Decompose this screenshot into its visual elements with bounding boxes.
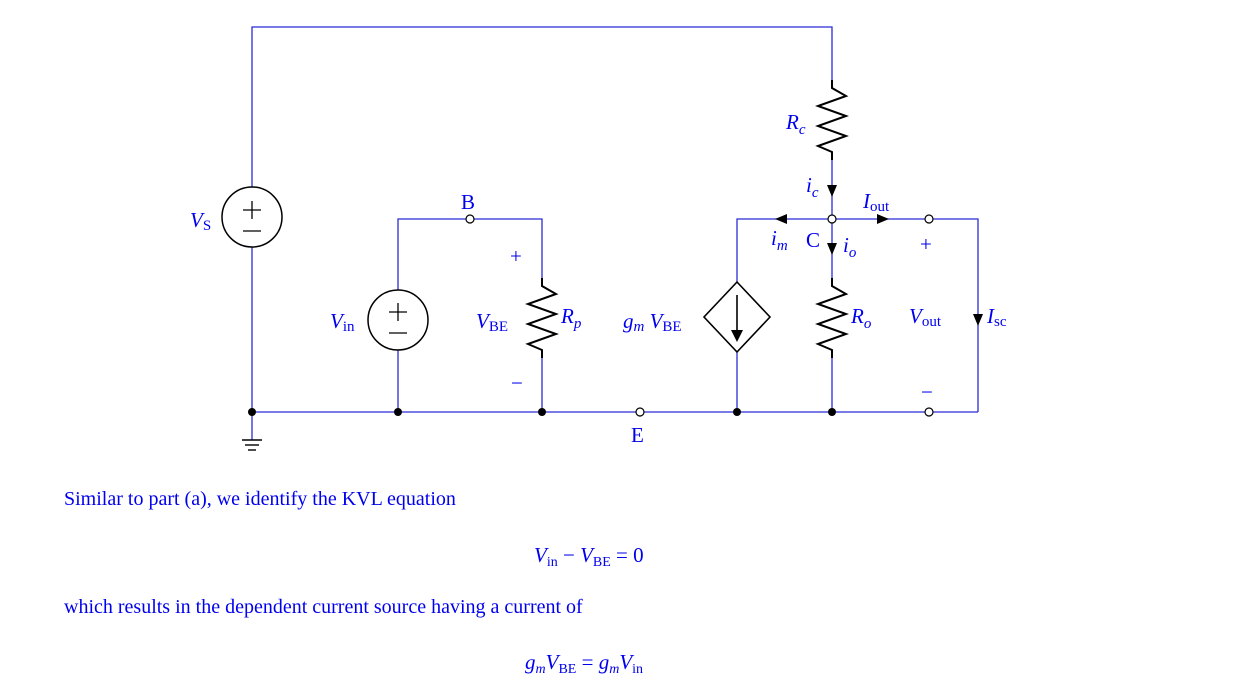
text-dependent-source: which results in the dependent current s… [64,596,583,618]
label-iout: Iout [862,189,890,215]
voltage-source-vs [221,186,283,248]
label-rc: Rc [785,110,806,138]
terminal-b [465,214,475,224]
label-vbe: VBE [476,309,508,335]
text-kvl-intro: Similar to part (a), we identify the KVL… [64,488,456,510]
label-vbe-plus: + [510,244,522,268]
equation-dependent-current: gmVBE = gmVin [525,650,644,677]
dependent-current-source [702,280,772,354]
label-vin: Vin [330,309,355,335]
wire-top-loop [251,26,833,187]
arrow-ic-icon [827,185,837,197]
terminal-out-bottom [924,407,934,417]
terminals [465,214,934,417]
label-node-b: B [461,190,475,214]
label-vout: Vout [909,304,942,330]
arrow-iout-icon [877,214,889,224]
resistor-rp [525,278,559,358]
label-im: im [771,226,788,254]
resistor-ro [815,278,849,358]
terminal-c [827,214,837,224]
arrow-isc-icon [973,314,983,326]
label-vbe-minus: − [511,371,523,395]
equation-kvl: Vin − VBE = 0 [534,543,644,570]
label-isc: Isc [986,304,1007,330]
label-ro: Ro [850,304,872,332]
label-io: io [843,233,857,261]
label-vs: VS [190,208,211,234]
circuit-diagram: VS Vin B E C + − VBE Rp Rc Ro gm VBE ic … [190,26,1007,451]
resistor-rc [815,80,849,160]
wire-dep-top [736,218,832,282]
wires [251,26,979,440]
label-rp: Rp [560,304,582,332]
label-node-c: C [806,228,820,252]
terminal-e [635,407,645,417]
label-gm-vbe: gm VBE [623,309,682,335]
arrow-io-icon [827,243,837,255]
label-node-e: E [631,423,644,447]
voltage-source-vin [367,289,429,351]
label-ic: ic [806,173,819,201]
junction-dots [248,408,836,416]
terminal-out-top [924,214,934,224]
ground-icon [242,439,262,451]
label-vout-plus: + [920,232,932,256]
label-vout-minus: − [921,380,933,404]
arrow-im-icon [775,214,787,224]
